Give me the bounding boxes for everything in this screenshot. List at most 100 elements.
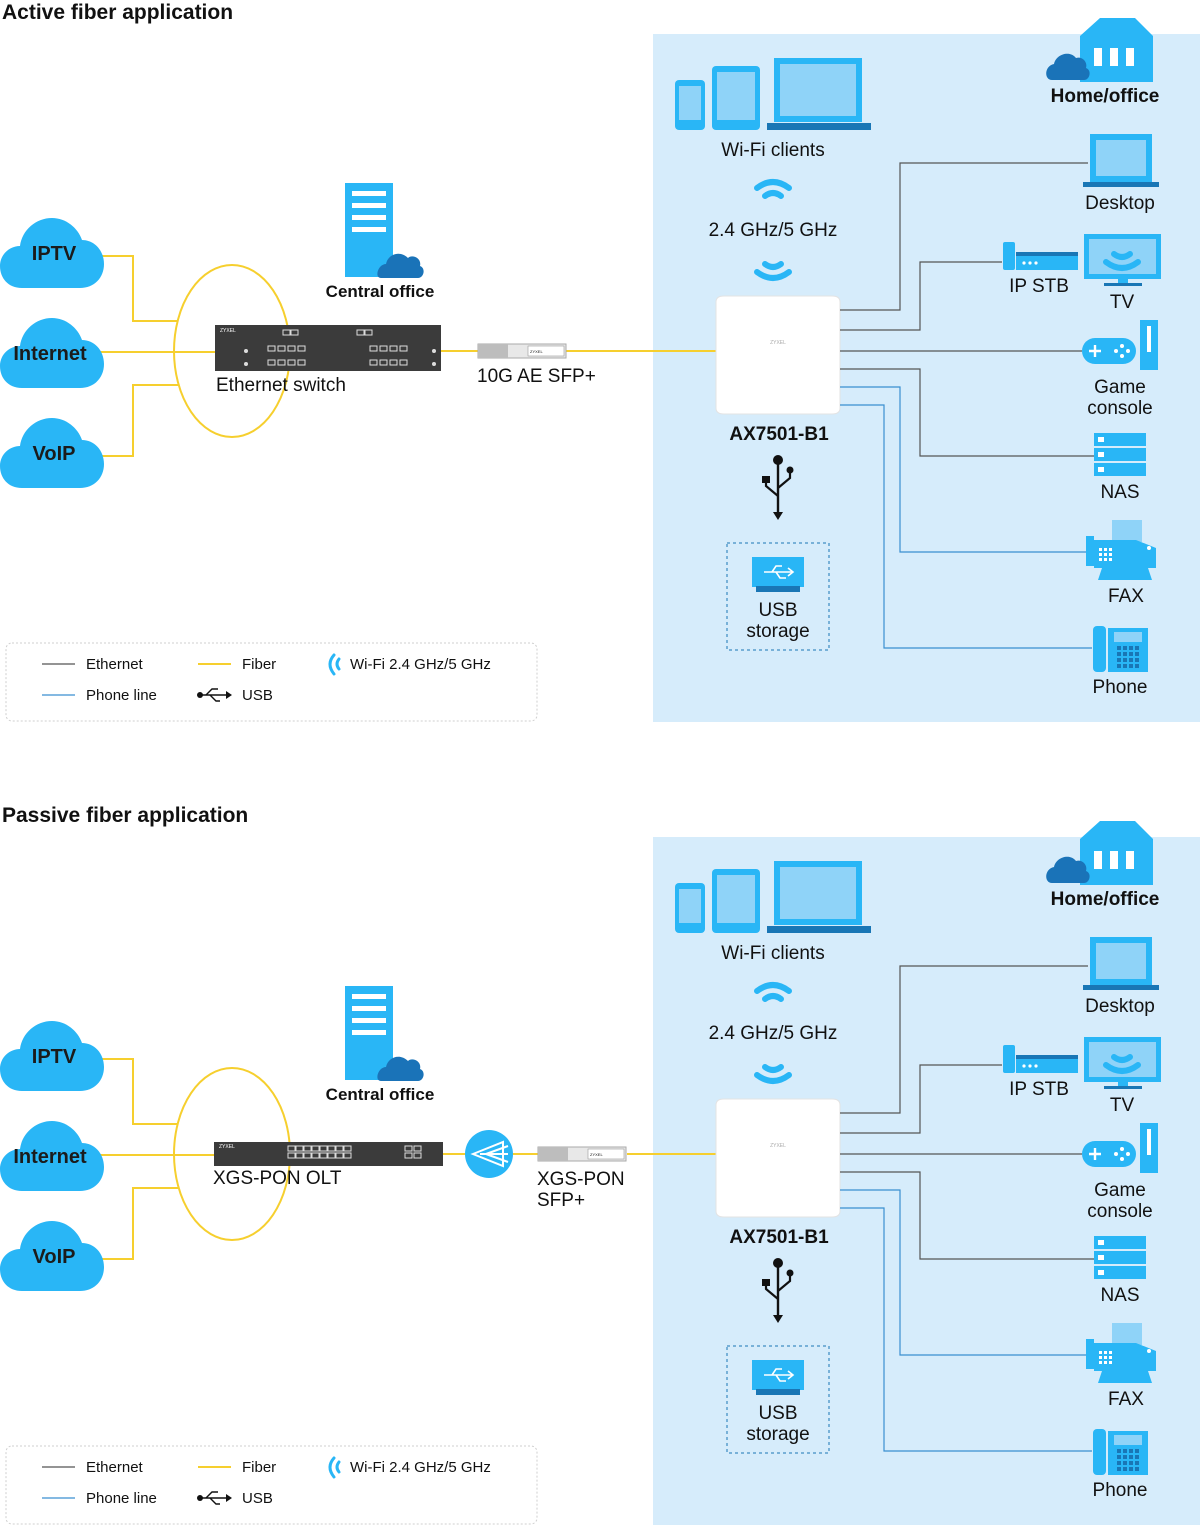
device-links xyxy=(840,965,1094,1452)
cloud-label: Internet xyxy=(13,343,87,365)
router-label: AX7501-B1 xyxy=(729,424,829,445)
desktop-icon xyxy=(1083,134,1159,187)
wifi-signal-icon xyxy=(1103,1054,1141,1074)
device-links xyxy=(840,162,1094,649)
router-ax7501-b1: ZYXEL AX7501-B1 xyxy=(715,1098,841,1248)
usb-storage-label: USB xyxy=(758,1403,797,1424)
cloud-iptv: IPTV xyxy=(0,218,104,288)
brand-label: ZYXEL xyxy=(770,1143,786,1149)
brand-label: ZYXEL xyxy=(770,340,786,346)
wifi-clients xyxy=(675,58,871,130)
nas-icon xyxy=(1094,1236,1146,1279)
wifi-band-label: 2.4 GHz/5 GHz xyxy=(709,220,838,241)
usb-icon xyxy=(762,455,794,520)
tv-label: TV xyxy=(1110,1095,1135,1116)
phone-label: Phone xyxy=(1093,677,1148,698)
olt-label: XGS-PON OLT xyxy=(213,1168,342,1189)
usb-icon xyxy=(197,1491,232,1505)
legend-fiber: Fiber xyxy=(242,1459,276,1476)
home-office-icon: Home/office xyxy=(1046,821,1159,910)
legend-usb: USB xyxy=(242,1490,273,1507)
xgs-pon-olt: ZYXEL xyxy=(214,1142,443,1166)
brand-label: ZYXEL xyxy=(590,1152,603,1157)
sfp-module: ZYXEL xyxy=(477,343,567,359)
legend-ethernet: Ethernet xyxy=(86,656,144,673)
home-office-label: Home/office xyxy=(1051,86,1160,107)
cloud-label: Internet xyxy=(13,1146,87,1168)
cloud-internet: Internet xyxy=(0,318,104,388)
cloud-iptv: IPTV xyxy=(0,1021,104,1091)
desktop-icon xyxy=(1083,937,1159,990)
legend-fiber: Fiber xyxy=(242,656,276,673)
phone-icon xyxy=(1093,626,1148,672)
ethernet-switch: ZYXEL xyxy=(215,325,441,371)
optical-splitter-icon xyxy=(465,1130,513,1178)
desktop-label: Desktop xyxy=(1085,996,1155,1017)
home-office-label: Home/office xyxy=(1051,889,1160,910)
wifi-signal-icon xyxy=(754,261,792,281)
central-office-label: Central office xyxy=(326,1085,435,1104)
usb-storage-label: USB xyxy=(758,600,797,621)
usb-storage-label-2: storage xyxy=(746,1424,809,1445)
cloud-voip: VoIP xyxy=(0,1221,104,1291)
wifi-signal-icon xyxy=(328,1456,341,1479)
wifi-clients xyxy=(675,861,871,933)
legend-phone-line: Phone line xyxy=(86,687,157,704)
cloud-label: VoIP xyxy=(33,443,76,465)
central-office-label: Central office xyxy=(326,282,435,301)
home-office-icon: Home/office xyxy=(1046,18,1159,107)
fax-icon xyxy=(1086,520,1156,580)
usb-icon xyxy=(197,688,232,702)
ip-stb-label: IP STB xyxy=(1009,1079,1069,1100)
game-console-label: Game xyxy=(1094,1180,1146,1201)
game-console-icon xyxy=(1082,1123,1158,1173)
fax-label: FAX xyxy=(1108,1389,1144,1410)
central-office: Central office xyxy=(326,183,435,301)
phone-icon xyxy=(1093,1429,1148,1475)
wifi-signal-icon xyxy=(1103,251,1141,271)
game-console-icon xyxy=(1082,320,1158,370)
wifi-signal-icon xyxy=(754,179,792,199)
sfp-label: XGS-PON xyxy=(537,1169,625,1190)
legend-usb: USB xyxy=(242,687,273,704)
brand-label: ZYXEL xyxy=(219,1144,235,1150)
tv-icon xyxy=(1084,1037,1161,1089)
router-label: AX7501-B1 xyxy=(729,1227,829,1248)
wifi-clients-label: Wi-Fi clients xyxy=(721,943,824,964)
cloud-label: IPTV xyxy=(32,243,77,265)
fax-icon xyxy=(1086,1323,1156,1383)
legend-ethernet: Ethernet xyxy=(86,1459,144,1476)
router-ax7501-b1: ZYXEL AX7501-B1 xyxy=(715,295,841,445)
nas-label: NAS xyxy=(1100,1285,1139,1306)
fiber-links xyxy=(100,1058,716,1260)
legend-phone-line: Phone line xyxy=(86,1490,157,1507)
sfp-label: 10G AE SFP+ xyxy=(477,366,596,387)
ip-stb-label: IP STB xyxy=(1009,276,1069,297)
nas-icon xyxy=(1094,433,1146,476)
legend-wifi: Wi-Fi 2.4 GHz/5 GHz xyxy=(350,1459,491,1476)
tv-icon xyxy=(1084,234,1161,286)
game-console-label: Game xyxy=(1094,377,1146,398)
wifi-signal-icon xyxy=(328,653,341,676)
phone-label: Phone xyxy=(1093,1480,1148,1501)
central-office: Central office xyxy=(326,986,435,1104)
cloud-label: VoIP xyxy=(33,1246,76,1268)
ip-stb-icon xyxy=(1003,242,1078,270)
section-title: Passive fiber application xyxy=(2,804,248,827)
brand-label: ZYXEL xyxy=(530,349,543,354)
nas-label: NAS xyxy=(1100,482,1139,503)
wifi-clients-label: Wi-Fi clients xyxy=(721,140,824,161)
usb-storage-label-2: storage xyxy=(746,621,809,642)
section-active-fiber: Active fiber applicationIPTVInternetVoIP… xyxy=(0,1,1200,722)
cloud-voip: VoIP xyxy=(0,418,104,488)
wifi-band-label: 2.4 GHz/5 GHz xyxy=(709,1023,838,1044)
brand-label: ZYXEL xyxy=(220,328,236,334)
game-console-label-2: console xyxy=(1087,398,1153,419)
cloud-internet: Internet xyxy=(0,1121,104,1191)
